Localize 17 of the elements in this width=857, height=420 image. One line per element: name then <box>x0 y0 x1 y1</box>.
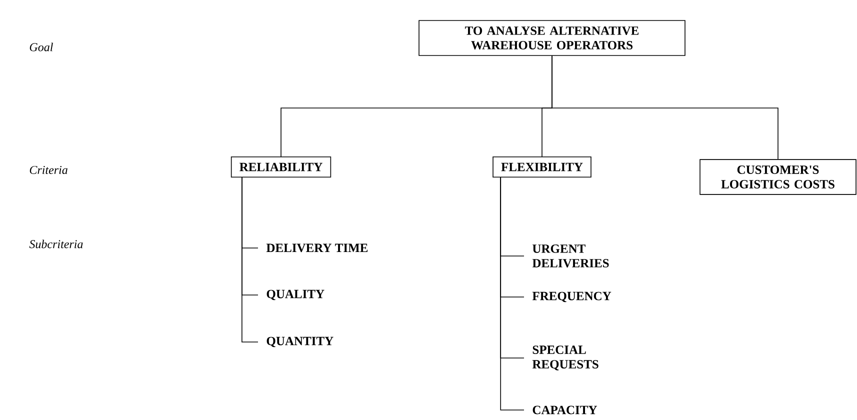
criterion-box: FLEXIBILITY <box>492 156 592 178</box>
subcriterion-text: URGENT DELIVERIES <box>532 244 609 268</box>
branch-connector <box>242 177 258 342</box>
goal-box: TO ANALYSE ALTERNATIVE WAREHOUSE OPERATORS <box>418 20 686 56</box>
subcriterion-text: DELIVERY TIME <box>266 244 368 252</box>
tree-connector <box>552 55 778 160</box>
subcriterion-text: CAPACITY <box>532 406 597 414</box>
subcriterion-text: FREQUENCY <box>532 292 612 302</box>
subcriterion-text: QUANTITY <box>266 336 334 348</box>
level-label: Subcriteria <box>29 240 83 248</box>
subcriterion-text: SPECIAL REQUESTS <box>532 346 598 370</box>
branch-connector <box>500 177 524 410</box>
subcriterion-text: QUALITY <box>266 290 324 300</box>
criterion-box: CUSTOMER'S LOGISTICS COSTS <box>700 159 856 195</box>
level-label: Criteria <box>30 166 68 174</box>
criterion-box: RELIABILITY <box>230 156 332 178</box>
level-label: Goal <box>30 42 53 52</box>
